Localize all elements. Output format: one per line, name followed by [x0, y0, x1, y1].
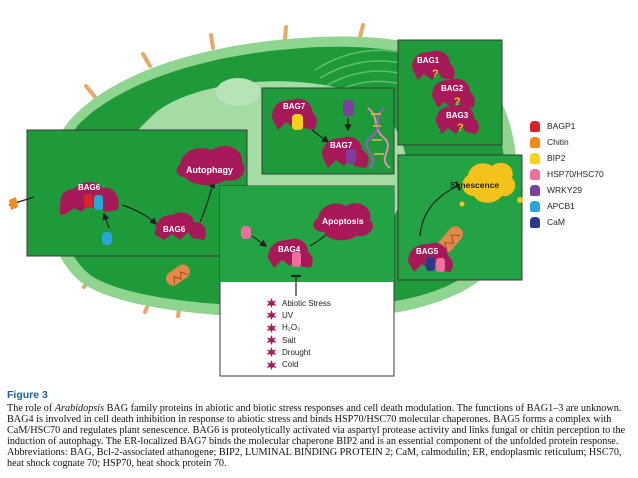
autophagy-blob — [176, 145, 245, 186]
apoptosis-blob — [313, 203, 373, 241]
bag7-bottom-label: BAG7 — [330, 141, 353, 150]
bag5-label: BAG5 — [416, 247, 439, 256]
stress-splat-icon — [266, 359, 277, 370]
bip2-bound — [292, 114, 303, 130]
cam-bound — [426, 257, 435, 271]
legend-swatch-icon — [530, 184, 540, 196]
stress-label: Cold — [282, 360, 299, 370]
stress-item: Drought — [266, 346, 356, 358]
bag2-question: ? — [454, 96, 461, 108]
bag4-protein — [268, 238, 313, 268]
bag6-top-label: BAG6 — [78, 183, 101, 192]
legend-item: BIP2 — [530, 150, 634, 166]
caption-species: Arabidopsis — [54, 403, 105, 414]
stress-item: H₂O₂ — [266, 322, 356, 334]
arrow-bag7 — [311, 129, 330, 143]
apoptosis-label: Apoptosis — [322, 216, 364, 226]
legend-swatch-icon — [530, 136, 540, 148]
mitochondrion-left — [166, 264, 190, 286]
legend-item: Chitin — [530, 134, 634, 150]
stress-splat-icon — [266, 310, 277, 321]
bag2-protein — [432, 78, 475, 108]
stress-item: Cold — [266, 358, 356, 370]
bag3-label: BAG3 — [446, 111, 469, 120]
stress-list: Abiotic Stress UV H₂O₂ Salt Drought Cold — [266, 297, 356, 371]
arrow-apcb1 — [102, 212, 110, 229]
legend-label: CaM — [547, 217, 565, 227]
legend-label: BAGP1 — [547, 121, 576, 131]
bag7-protein-bottom — [322, 136, 369, 168]
bag3-question: ? — [457, 122, 464, 134]
legend-label: HSP70/HSC70 — [547, 169, 604, 179]
vesicle — [216, 78, 260, 106]
stress-splat-icon — [266, 347, 277, 358]
legend-item: HSP70/HSC70 — [530, 166, 634, 182]
hsp70-free — [241, 226, 251, 239]
wrky29-bound — [346, 149, 356, 164]
bag1-label: BAG1 — [417, 56, 440, 65]
dna-helix — [365, 107, 391, 169]
stress-item: Abiotic Stress — [266, 297, 356, 309]
apcb1-bound — [94, 195, 103, 210]
stress-label: Abiotic Stress — [282, 298, 331, 308]
stress-item: UV — [266, 309, 356, 321]
stress-splat-icon — [266, 322, 277, 333]
inhibit-senescence — [419, 181, 461, 237]
bag3-protein — [436, 104, 479, 134]
arrow-hsp70 — [251, 235, 268, 247]
stress-splat-icon — [266, 298, 277, 309]
senescence-dot — [459, 201, 465, 207]
figure-caption: The role of Arabidopsis BAG family prote… — [7, 403, 631, 469]
stress-label: UV — [282, 310, 294, 320]
legend-label: APCB1 — [547, 201, 575, 211]
hsp70-bound-bag5 — [436, 258, 445, 272]
senescence-label: Senescence — [450, 180, 499, 190]
stress-label: H₂O₂ — [282, 323, 301, 333]
stress-splat-icon — [266, 335, 277, 346]
legend-swatch-icon — [530, 120, 540, 132]
bag7-top-label: BAG7 — [283, 102, 306, 111]
senescence-blob — [462, 162, 516, 203]
legend-label: BIP2 — [547, 153, 566, 163]
legend-swatch-icon — [530, 216, 540, 228]
bag-cell-diagram: BAG6 BAG6 Autophagy BAG7 BAG7 BAG1 ? BAG… — [8, 23, 523, 377]
stress-label: Drought — [282, 347, 311, 357]
autophagy-label: Autophagy — [186, 165, 233, 175]
bag1-question: ? — [432, 68, 439, 80]
protein-legend: BAGP1 Chitin BIP2 HSP70/HSC70 WRKY29 APC… — [530, 118, 634, 230]
legend-item: WRKY29 — [530, 182, 634, 198]
legend-swatch-icon — [530, 152, 540, 164]
legend-item: CaM — [530, 214, 634, 230]
caption-part: The role of — [7, 403, 55, 414]
stress-item: Salt — [266, 334, 356, 346]
bag2-label: BAG2 — [441, 84, 464, 93]
mitochondrion-right — [438, 226, 463, 253]
bag6-bottom-label: BAG6 — [163, 225, 186, 234]
apcb1-free — [102, 232, 112, 245]
legend-item: APCB1 — [530, 198, 634, 214]
wrky29-free — [343, 100, 354, 116]
senescence-dot — [517, 197, 523, 203]
legend-swatch-icon — [530, 200, 540, 212]
stress-label: Salt — [282, 335, 296, 345]
legend-label: Chitin — [547, 137, 569, 147]
legend-item: BAGP1 — [530, 118, 634, 134]
bag6-protein-bottom — [155, 212, 206, 240]
bag4-label: BAG4 — [278, 245, 301, 254]
bag1-protein — [412, 50, 455, 80]
arrow-to-bag6 — [121, 204, 158, 226]
legend-label: WRKY29 — [547, 185, 582, 195]
legend-swatch-icon — [530, 168, 540, 180]
figure-title: Figure 3 — [7, 389, 48, 401]
chitin-molecule — [9, 197, 18, 210]
bagp1-bound — [84, 194, 93, 208]
caption-part: BAG family proteins in abiotic and bioti… — [7, 403, 626, 469]
hsp70-bound-bag4 — [292, 252, 301, 267]
